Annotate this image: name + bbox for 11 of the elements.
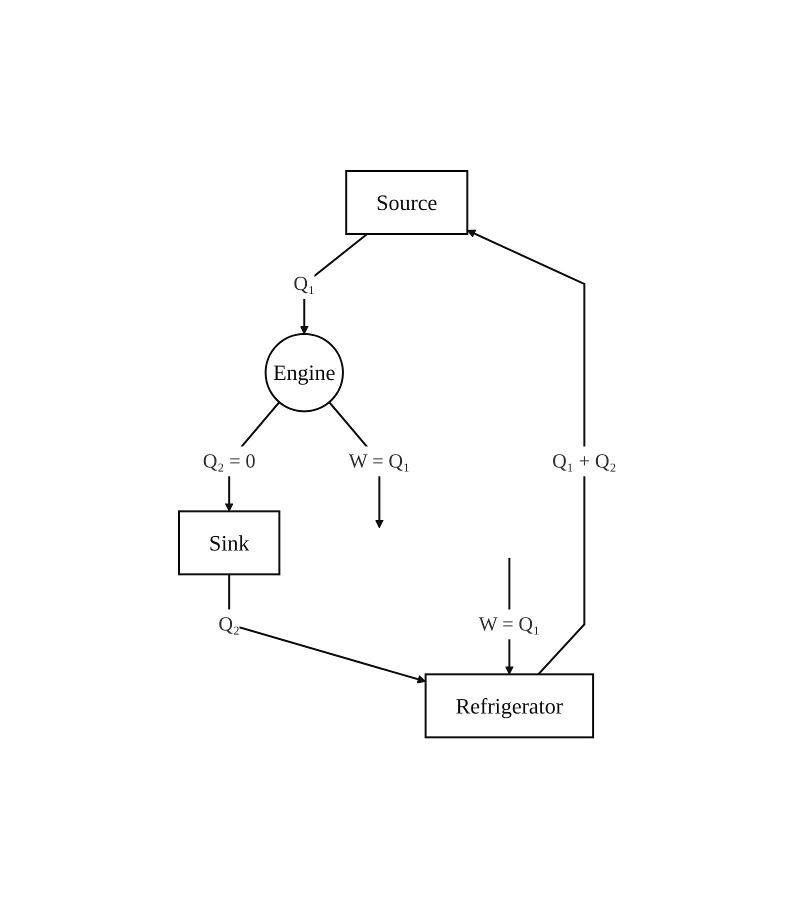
arrow bbox=[228, 574, 426, 684]
node-box: Sink bbox=[178, 510, 280, 576]
node-box: Refrigerator bbox=[424, 673, 594, 738]
edge-label: Q₁ bbox=[293, 272, 315, 295]
edge-label: W = Q₁ bbox=[348, 450, 410, 472]
edge-label: Q₂ bbox=[218, 613, 240, 636]
edge-label: Q₂ = 0 bbox=[202, 450, 256, 472]
node-circle: Engine bbox=[264, 332, 344, 412]
edge-label: Q₁ + Q₂ bbox=[552, 450, 616, 472]
edge-label: W = Q₁ bbox=[478, 613, 540, 636]
node-box: Source bbox=[345, 170, 468, 235]
